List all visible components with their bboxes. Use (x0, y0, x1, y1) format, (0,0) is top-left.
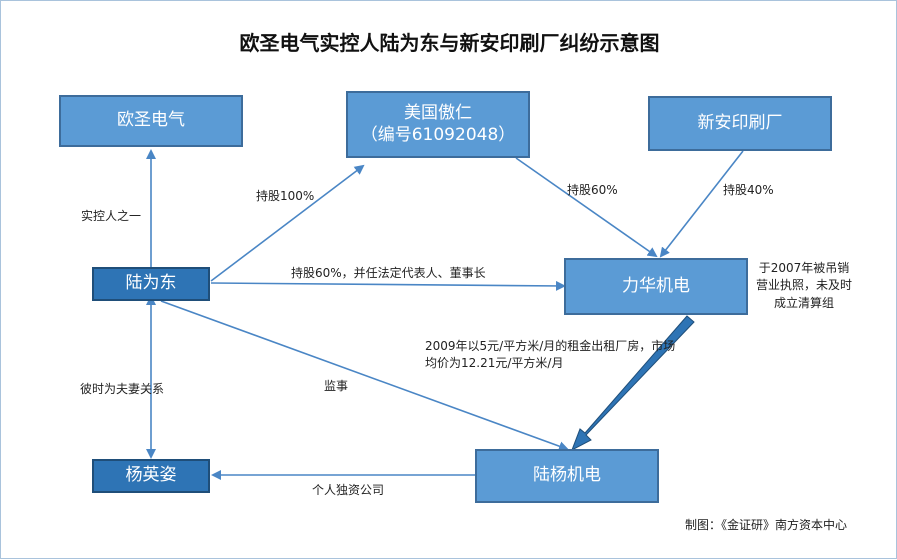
node-lu-weidong: 陆为东 (92, 267, 210, 301)
node-luweidong-label: 陆为东 (125, 273, 177, 294)
credit-line: 制图：《金证研》南方资本中心 (685, 518, 848, 532)
node-meiguo-aoren: 美国傲仁 （编号61092048） (346, 91, 530, 158)
edge-label-spouse: 彼时为夫妻关系 (80, 382, 165, 396)
rent-thick-arrow (571, 315, 695, 452)
diagram-title: 欧圣电气实控人陆为东与新安印刷厂纠纷示意图 (239, 31, 660, 55)
edge-hold100-arrow (210, 164, 365, 282)
edge-supervisor-arrow (160, 300, 569, 451)
node-yang-yingzi: 杨英姿 (92, 459, 210, 493)
node-yangyingzi-label: 杨英姿 (125, 465, 177, 486)
edge-label-rent: 2009年以5元/平方米/月的租金出租厂房，市场均价为12.21元/平方米/月 (425, 339, 676, 371)
edge-label-sole-proprietorship: 个人独资公司 (312, 483, 385, 497)
edge-label-controller: 实控人之一 (81, 209, 142, 223)
edge-label-hold100: 持股100% (256, 189, 315, 203)
node-lihua-label: 力华机电 (622, 275, 690, 296)
edge-lu-lihua-arrow (210, 280, 566, 291)
node-lihua-electromech: 力华机电 (564, 258, 748, 315)
edge-label-hold60-lihua: 持股60%，并任法定代表人、董事长 (291, 266, 486, 280)
edge-label-hold40: 持股40% (723, 183, 774, 197)
node-xinan-printing: 新安印刷厂 (648, 96, 832, 151)
node-oushen-electric: 欧圣电气 (59, 95, 243, 147)
node-meiguo-label-line1: 美国傲仁 (404, 103, 472, 124)
node-meiguo-label-line2: （编号61092048） (360, 124, 516, 145)
node-oushen-label: 欧圣电气 (117, 110, 185, 131)
edge-label-supervisor: 监事 (324, 379, 349, 393)
node-xinan-label: 新安印刷厂 (697, 112, 783, 133)
edge-meiguo-lihua-arrow (515, 157, 658, 258)
node-luyang-electromech: 陆杨机电 (475, 449, 659, 503)
edge-xinan-lihua-arrow (659, 150, 744, 258)
node-luyang-label: 陆杨机电 (533, 465, 601, 486)
edge-label-hold60-meiguo: 持股60% (567, 183, 618, 197)
lihua-revocation-note: 于2007年被吊销营业执照，未及时成立清算组 (755, 261, 852, 310)
